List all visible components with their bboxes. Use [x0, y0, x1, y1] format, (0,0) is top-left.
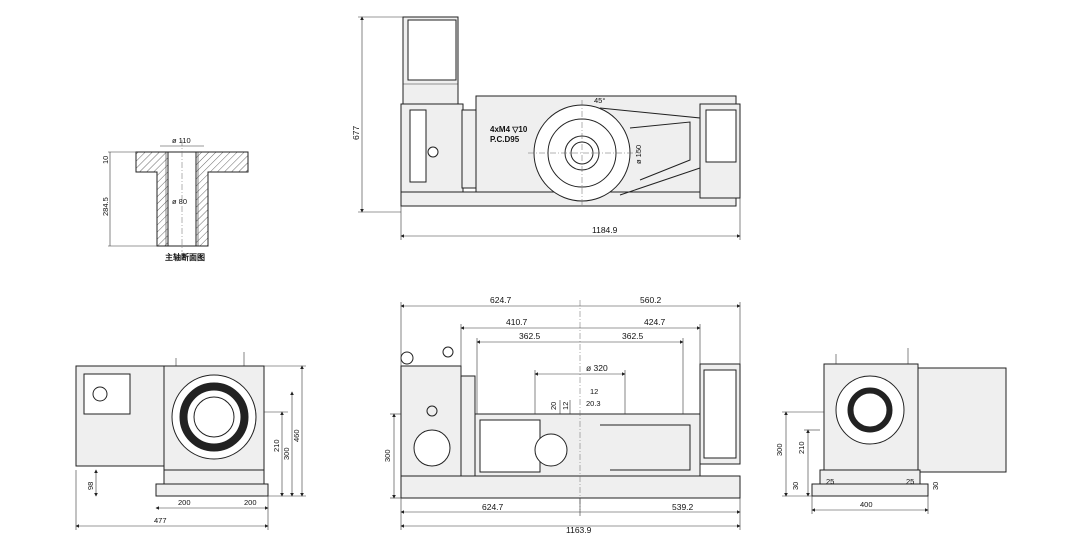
left-total-label: 477 [154, 516, 167, 525]
right-base-label: 400 [860, 500, 873, 509]
right-view: 300 210 30 25 25 30 400 [775, 348, 1007, 514]
front-right-top-label: 560.2 [640, 295, 662, 305]
front-height-label: 300 [383, 449, 392, 462]
front-total-label: 1163.9 [566, 525, 592, 535]
right-w3-label: 25 [906, 477, 914, 486]
section-outer-dia-label: ø 110 [172, 136, 191, 145]
left-h1-label: 210 [272, 439, 281, 452]
top-note-thread: 4xM4 ▽10 [490, 125, 528, 134]
front-table-label: ø 320 [586, 363, 608, 373]
front-bottom-right-label: 539.2 [672, 502, 694, 512]
section-height-label: 284.5 [101, 197, 110, 216]
left-view: 210 300 460 98 200 200 477 [75, 352, 306, 530]
top-angle-label: 45° [594, 96, 605, 105]
right-h2-label: 210 [797, 441, 806, 454]
left-b1-label: 200 [178, 498, 191, 507]
front-bottom-left-label: 624.7 [482, 502, 504, 512]
front-right-mid-label: 424.7 [644, 317, 666, 327]
right-h1-label: 300 [775, 443, 784, 456]
top-bore-label: ø 150 [634, 145, 643, 164]
front-left-mid-label: 410.7 [506, 317, 528, 327]
front-slot-pitch-label: 20.3 [586, 399, 601, 408]
top-view: 4xM4 ▽10 P.C.D95 45° ø 150 677 1184.9 [351, 16, 741, 240]
section-bore-dia-label: ø 80 [172, 197, 187, 206]
left-b2-label: 200 [244, 498, 257, 507]
top-height-label: 677 [351, 126, 361, 140]
front-slot-depth-label: 20 [549, 402, 558, 410]
right-w2-label: 25 [826, 477, 834, 486]
front-left-inner-label: 362.5 [519, 331, 541, 341]
right-w1-label: 30 [791, 482, 800, 490]
top-length-label: 1184.9 [592, 225, 618, 235]
front-slot-w-label: 12 [561, 402, 570, 410]
front-left-top-label: 624.7 [490, 295, 512, 305]
top-note-pcd: P.C.D95 [490, 135, 520, 144]
front-slot-label: 12 [590, 387, 598, 396]
section-flange-label: 10 [101, 156, 110, 164]
left-base-label: 98 [86, 482, 95, 490]
left-h3-label: 460 [292, 429, 301, 442]
front-right-inner-label: 362.5 [622, 331, 644, 341]
section-view: ø 110 ø 80 10 284.5 主轴断面图 [101, 136, 249, 262]
left-h2-label: 300 [282, 447, 291, 460]
right-w4-label: 30 [931, 482, 940, 490]
section-caption: 主轴断面图 [165, 252, 205, 262]
front-view: 624.7 560.2 410.7 424.7 362.5 362.5 ø 32… [383, 295, 741, 535]
